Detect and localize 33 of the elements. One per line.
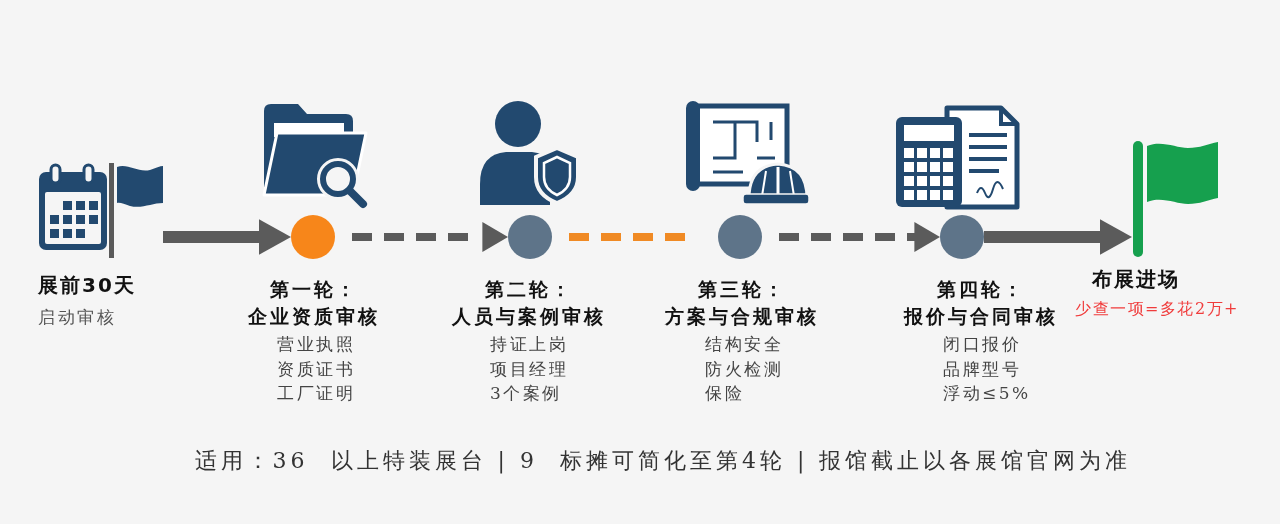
step-dot [940,215,984,259]
footnote: 适用：36 以上特装展台 | 9 标摊可简化至第4轮 | 报馆截止以各展馆官网为准 [194,447,1132,475]
checklist-item: 浮动≤5% [943,383,1031,405]
step-heading: 报价与合同审核 [904,305,1058,329]
step-dot [508,215,552,259]
checklist-item: 结构安全 [705,334,783,356]
calendar-flag-icon [38,163,163,258]
step-heading: 第四轮： [937,278,1025,302]
checklist-item: 工厂证明 [277,383,355,405]
checklist-item: 资质证书 [277,358,355,381]
step-heading: 第一轮： [270,278,358,302]
milestone-label: 展前30天 [38,272,136,298]
checklist-item: 项目经理 [490,358,568,381]
step-dot [718,215,762,259]
checklist-item: 持证上岗 [490,334,568,356]
step-dot [291,215,335,259]
checklist-item: 营业执照 [277,334,355,356]
milestone-label: 布展进场 [1092,266,1180,292]
step-heading: 人员与案例审核 [452,305,606,329]
milestone-note: 启动审核 [38,307,116,329]
step-heading: 第三轮： [698,278,786,302]
step-heading: 第二轮： [485,278,573,302]
checklist-item: 保险 [705,383,744,405]
arrow [984,219,1132,255]
step-heading: 企业资质审核 [248,305,380,329]
step-heading: 方案与合规审核 [665,305,819,329]
warning-note: 少查一项=多花2万+ [1075,299,1239,319]
flag-icon [1132,140,1218,258]
arrow [163,219,291,255]
checklist-item: 3个案例 [490,383,562,405]
checklist-item: 闭口报价 [943,334,1021,356]
checklist-item: 品牌型号 [943,358,1021,381]
checklist-item: 防火检测 [705,358,783,381]
